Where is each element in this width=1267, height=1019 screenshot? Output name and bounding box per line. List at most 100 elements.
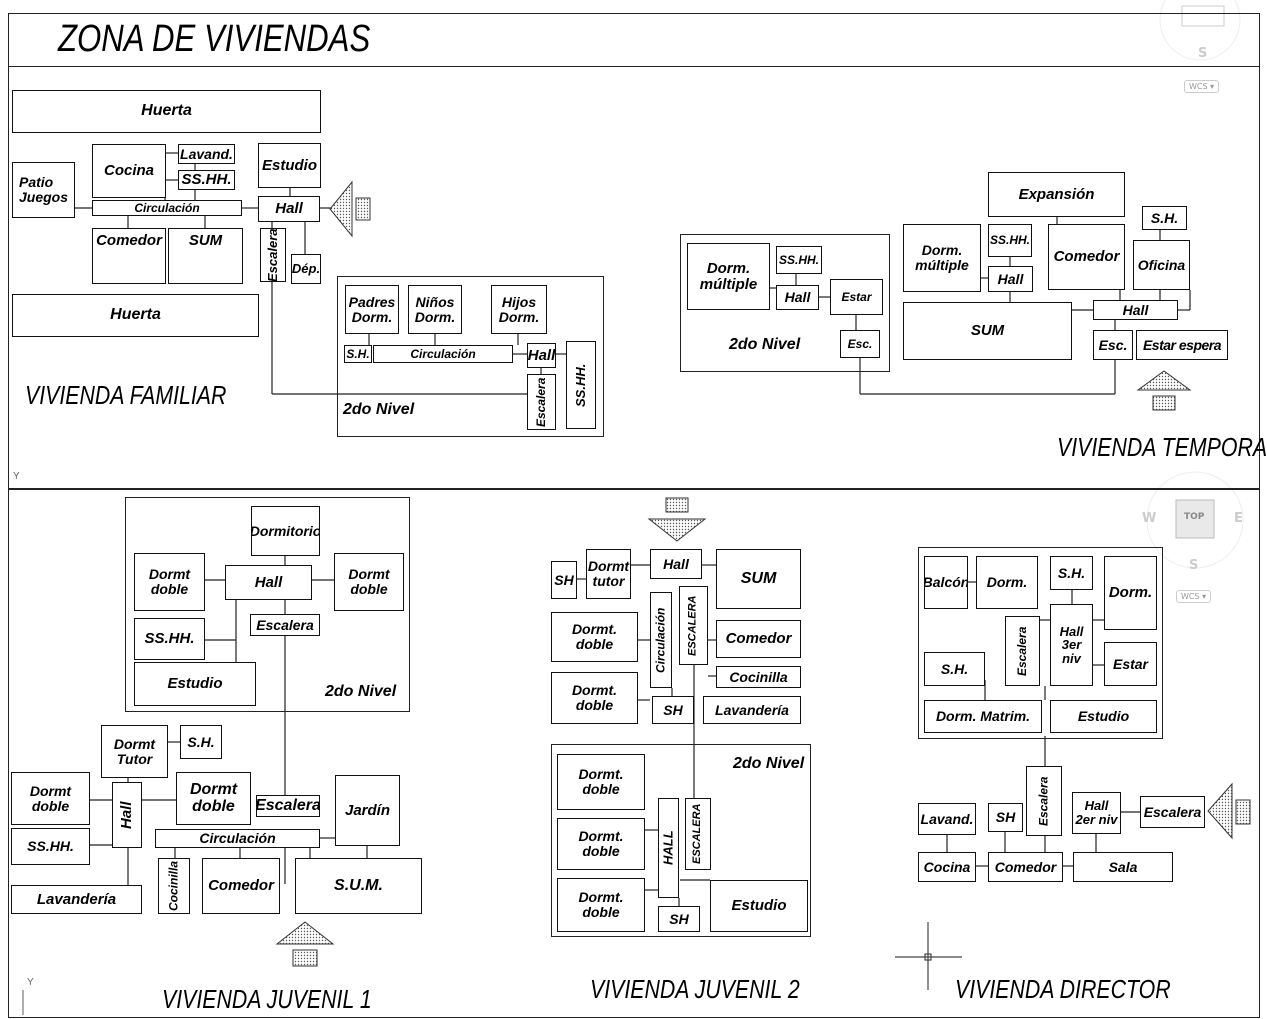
room-hall: Hall — [258, 196, 320, 222]
room-sh-temp: S.H. — [1142, 206, 1187, 230]
room-sh-j2-a: SH — [551, 561, 577, 599]
room-hall-j1: Hall — [112, 782, 142, 848]
label-2do-nivel-temporal: 2do Nivel — [729, 336, 801, 353]
page-title: ZONA DE VIVIENDAS — [58, 18, 371, 60]
stair-escalera-2: Escalera — [527, 374, 556, 430]
room-lavanderia-j1: Lavandería — [11, 885, 142, 914]
title-divider — [8, 66, 1260, 67]
stair-esc-temp-2: Esc. — [1093, 330, 1133, 360]
room-hijos-dorm: Hijos Dorm. — [491, 285, 547, 334]
stair-escalera-dir-2: Escalera — [1026, 766, 1062, 836]
room-cocinilla-j1: Cocinilla — [158, 858, 190, 914]
wcs-label-top: WCS ▾ — [1184, 80, 1220, 93]
room-dormt-doble-b: Dormt doble — [176, 772, 251, 825]
title-vivienda-familiar: VIVIENDA FAMILIAR — [25, 380, 227, 410]
room-patio-juegos: Patio Juegos — [12, 162, 75, 218]
room-dormt-doble-a: Dormt doble — [11, 772, 90, 825]
room-huerta-bottom: Huerta — [12, 294, 259, 337]
room-comedor-temp: Comedor — [1048, 224, 1125, 290]
room-dormt-tutor-j2: Dormt tutor — [586, 549, 631, 599]
director-level3-frame — [918, 547, 1163, 739]
stair-esc-temp-1: Esc. — [840, 330, 880, 358]
room-dormt-doble-up-r: Dormt doble — [334, 553, 404, 611]
room-sh-j1: S.H. — [180, 725, 222, 759]
stair-escalera-dir-3: Escalera — [1140, 796, 1205, 828]
ucs-y-top: Y — [13, 471, 20, 482]
room-hall-temp-3: Hall — [1093, 300, 1178, 320]
room-sh-dir-3: SH — [988, 803, 1023, 832]
bottom-panel-frame — [8, 489, 1260, 1018]
room-dormt-doble-j2-3: Dormt. doble — [557, 754, 645, 810]
room-lavand-dir: Lavand. — [918, 803, 976, 835]
ucs-y-bottom: Y — [27, 977, 34, 988]
room-sum-temp: SUM — [903, 302, 1072, 360]
room-ninos-dorm: Niños Dorm. — [408, 285, 462, 334]
room-cocinilla-j2: Cocinilla — [716, 666, 801, 688]
room-lavand: Lavand. — [178, 144, 235, 164]
room-sum-j1: S.U.M. — [295, 858, 422, 914]
juvenil2-level2-frame — [551, 744, 811, 937]
room-comedor-j2: Comedor — [716, 620, 801, 658]
room-sh-j2-c: SH — [658, 906, 700, 932]
title-vivienda-juvenil-2: VIVIENDA JUVENIL 2 — [590, 974, 800, 1004]
room-lavanderia-j2: Lavandería — [703, 696, 801, 724]
room-hall-3er-niv: Hall 3er niv — [1050, 604, 1093, 686]
juvenil1-level2-frame — [125, 497, 410, 712]
room-sh-j2-b: SH — [652, 696, 694, 724]
stair-escalera-dir-1: Escalera — [1005, 616, 1040, 686]
top-label[interactable]: TOP — [1184, 512, 1205, 522]
room-sshh-temp-2: SS.HH. — [988, 224, 1032, 257]
room-hall-2er-niv: Hall 2er niv — [1072, 792, 1121, 834]
room-dorm-matrim: Dorm. Matrim. — [924, 700, 1042, 733]
room-dormitorio: Dormitorio — [251, 506, 320, 556]
stair-escalera-up: Escalera — [250, 614, 320, 636]
room-sshh-temp-1: SS.HH. — [776, 246, 822, 274]
room-sum: SUM — [168, 228, 243, 284]
room-comedor-j1: Comedor — [202, 858, 280, 914]
room-estar-dir: Estar — [1104, 642, 1157, 686]
room-hall-up: Hall — [225, 565, 312, 600]
familiar-level2-frame — [337, 276, 604, 437]
room-dormt-doble-j2-4: Dormt. doble — [557, 818, 645, 870]
room-hall-2: Hall — [527, 343, 556, 368]
south-label-top: S — [1198, 46, 1208, 61]
room-comedor: Comedor — [92, 228, 166, 284]
stair-escalera-j2: ESCALERA — [679, 586, 708, 665]
room-hall-j2-2: HALL — [658, 798, 679, 898]
room-sh-dir-1: S.H. — [1050, 556, 1093, 590]
room-sshh-2: SS.HH. — [566, 341, 596, 429]
corridor-circulacion-2: Circulación — [373, 345, 513, 363]
label-2do-nivel-j2: 2do Nivel — [733, 755, 805, 772]
room-dormt-doble-j2-5: Dormt. doble — [557, 878, 645, 932]
room-dormt-doble-j2-2: Dormt. doble — [551, 672, 638, 724]
room-sala-dir: Sala — [1073, 852, 1173, 882]
room-dorm-multiple-1: Dorm. múltiple — [687, 243, 770, 310]
room-sshh-j1: SS.HH. — [11, 828, 90, 865]
temporal-level2-frame — [680, 234, 890, 372]
room-hall-temp-2: Hall — [988, 266, 1033, 292]
room-dep: Dép. — [291, 254, 321, 284]
title-vivienda-temporal: VIVIENDA TEMPORAL — [1057, 432, 1267, 462]
stair-escalera: Escalera — [260, 228, 286, 282]
room-hall-j2: Hall — [650, 549, 702, 579]
east-label: E — [1234, 511, 1243, 526]
title-vivienda-juvenil-1: VIVIENDA JUVENIL 1 — [162, 984, 372, 1014]
room-dorm-dir-1: Dorm. — [976, 556, 1038, 609]
room-padres-dorm: Padres Dorm. — [345, 285, 399, 334]
room-sh-dir-2: S.H. — [924, 652, 985, 686]
room-dorm-multiple-2: Dorm. múltiple — [903, 224, 981, 292]
south-label-bottom: S — [1189, 558, 1199, 573]
stair-escalera-j2-2: ESCALERA — [685, 798, 711, 870]
room-dormt-tutor: Dormt Tutor — [101, 725, 168, 778]
west-label: W — [1142, 511, 1157, 526]
title-vivienda-director: VIVIENDA DIRECTOR — [955, 974, 1171, 1004]
room-balcon: Balcón — [924, 556, 968, 609]
room-sshh: SS.HH. — [178, 170, 235, 190]
room-sum-j2: SUM — [716, 549, 801, 609]
label-2do-nivel-j1: 2do Nivel — [325, 683, 397, 700]
wcs-label-bottom: WCS ▾ — [1176, 590, 1212, 603]
room-jardin: Jardín — [335, 775, 400, 846]
room-cocina-dir: Cocina — [918, 852, 976, 882]
room-estar-temp: Estar — [830, 279, 883, 315]
